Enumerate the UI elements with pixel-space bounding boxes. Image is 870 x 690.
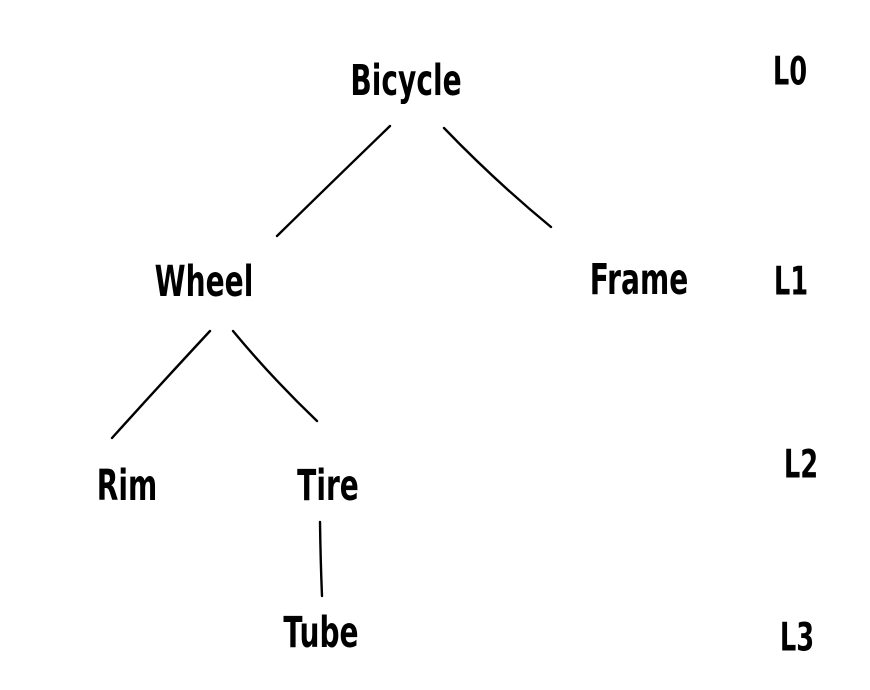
- node-wheel: Wheel: [154, 258, 254, 307]
- node-bicycle: Bicycle: [350, 57, 462, 106]
- edge-bicycle-wheel: [275, 124, 392, 238]
- level-label-l2: L2: [783, 440, 819, 488]
- level-label-l3: L3: [779, 613, 815, 661]
- node-rim: Rim: [96, 462, 158, 511]
- edge-tire-tube: [318, 520, 324, 598]
- level-label-l1: L1: [773, 257, 809, 305]
- level-label-l0: L0: [772, 47, 808, 95]
- node-tube: Tube: [283, 609, 359, 658]
- edge-bicycle-frame: [442, 126, 553, 229]
- node-frame: Frame: [589, 256, 689, 305]
- edge-wheel-tire: [231, 329, 319, 423]
- edge-wheel-rim: [110, 329, 212, 440]
- node-tire: Tire: [297, 462, 359, 511]
